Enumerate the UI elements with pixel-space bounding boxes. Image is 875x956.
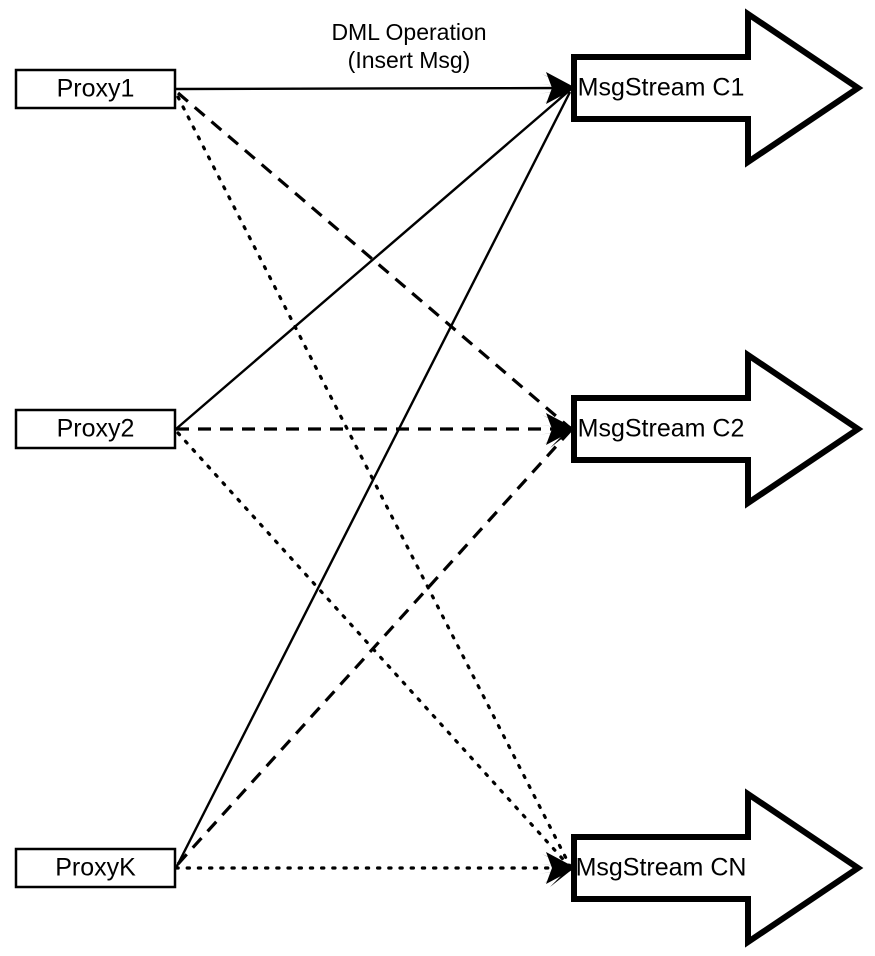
connection-pk-c2	[176, 429, 572, 866]
msgstream-arrow-shape-stream_c1	[571, 8, 864, 168]
arrowhead-head_c2	[539, 413, 576, 448]
connection-p2-c1	[175, 89, 571, 430]
proxy-box-proxyk	[14, 847, 177, 889]
proxy-label-proxy2: Proxy2	[57, 415, 135, 443]
arrowhead-spike	[550, 868, 574, 887]
connection-p2-cn	[176, 431, 572, 869]
proxy-label-proxy1: Proxy1	[57, 75, 135, 103]
connection-edges-layer	[174, 86, 572, 870]
msgstream-node-stream_c2[interactable]: MsgStream C2	[571, 349, 864, 509]
arrowhead-core	[546, 413, 576, 445]
msgstream-arrow-shape-stream_c2	[571, 349, 864, 509]
msgstream-node-stream_c1[interactable]: MsgStream C1	[571, 8, 864, 168]
dml-operation-caption-line2: (Insert Msg)	[348, 47, 471, 73]
msgstream-label-stream_c1: MsgStream C1	[578, 74, 745, 102]
connection-p1-c2	[176, 91, 572, 430]
proxy-label-proxyk: ProxyK	[55, 854, 136, 882]
proxy-node-proxyk[interactable]: ProxyK	[14, 847, 177, 889]
proxy-node-proxy1[interactable]: Proxy1	[14, 68, 177, 110]
caption-layer: DML Operation (Insert Msg)	[331, 19, 486, 73]
arrowhead-head_c1	[539, 72, 576, 107]
msgstream-label-stream_cn: MsgStream CN	[576, 854, 747, 882]
arrowhead-spike	[550, 429, 574, 448]
msgstream-arrow-shape-stream_cn	[571, 788, 864, 948]
arrowhead-head_cn	[539, 852, 576, 887]
arrowheads-layer	[539, 72, 576, 887]
proxy-box-proxy2	[14, 408, 177, 450]
msgstream-node-stream_cn[interactable]: MsgStream CN	[571, 788, 864, 948]
arrowhead-spike	[550, 88, 574, 107]
connection-p1-c1	[175, 86, 571, 91]
connection-pk-c1	[174, 91, 572, 869]
proxy-node-proxy2[interactable]: Proxy2	[14, 408, 177, 450]
connection-p1-cn	[176, 95, 572, 868]
proxy-box-proxy1	[14, 68, 177, 110]
dml-operation-caption-line1: DML Operation	[331, 19, 486, 45]
arrowhead-core	[546, 852, 576, 884]
arrowhead-core	[546, 72, 576, 104]
msgstream-nodes-layer: MsgStream C1 MsgStream C2 MsgStream CN	[571, 8, 864, 948]
msgstream-label-stream_c2: MsgStream C2	[578, 415, 745, 443]
